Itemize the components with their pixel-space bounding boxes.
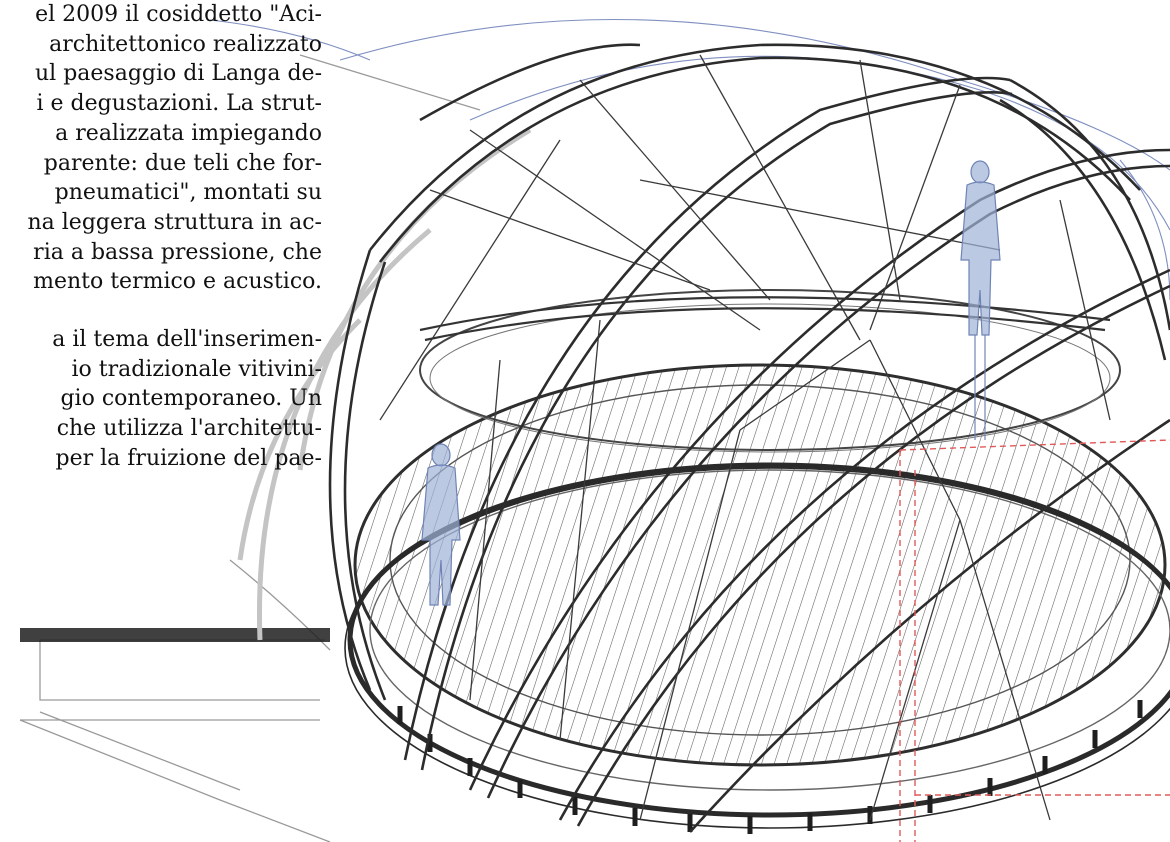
text-line: parente: due teli che for- <box>43 150 322 176</box>
text-line: ul paesaggio di Langa de- <box>35 61 322 87</box>
overlay-arcs <box>209 18 1170 301</box>
dome-floor <box>353 289 1167 767</box>
text-line: a realizzata impiegando <box>55 120 322 146</box>
rear-arches <box>237 127 532 641</box>
text-line: per la fruizione del pae- <box>55 445 322 471</box>
anchor-posts <box>397 700 1143 834</box>
text-line: na leggera struttura in ac- <box>27 209 322 235</box>
base-shadow <box>20 628 330 642</box>
text-line: pneumatici", montati su <box>54 180 322 206</box>
text-line: architettonico realizzato <box>49 31 322 57</box>
inner-ring <box>419 296 1111 342</box>
text-line: ria a bassa pressione, che <box>33 239 322 265</box>
article-paragraph-1: el 2009 il cosiddetto "Aci- architettoni… <box>0 0 322 297</box>
text-line: mento termico e acustico. <box>33 269 322 295</box>
article-text: el 2009 il cosiddetto "Aci- architettoni… <box>0 0 322 474</box>
text-line: gio contemporaneo. Un <box>60 386 322 412</box>
text-line: io tradizionale vitivini- <box>71 356 322 382</box>
base-ring <box>344 462 1170 829</box>
text-line: a il tema dell'inserimen- <box>52 327 322 353</box>
text-line: che utilizza l'architettu- <box>56 416 322 442</box>
human-figure-right <box>960 160 1001 440</box>
text-line: el 2009 il cosiddetto "Aci- <box>35 2 322 27</box>
article-paragraph-2: a il tema dell'inserimen- io tradizional… <box>0 325 322 474</box>
dashed-detail-box <box>899 439 1170 842</box>
dome-arches <box>328 43 1170 833</box>
text-line: i e degustazioni. La strut- <box>36 91 322 117</box>
human-figure-left <box>421 443 461 606</box>
